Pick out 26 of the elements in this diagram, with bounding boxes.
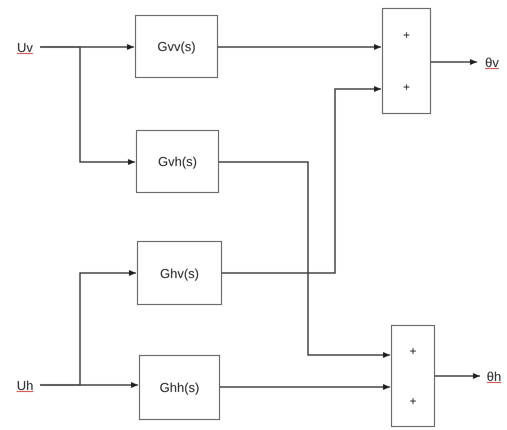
arrow: [40, 46, 135, 165]
sign-label: +: [402, 81, 410, 93]
arrow: [431, 59, 477, 65]
arrow: [40, 382, 138, 388]
transfer-function-block: [136, 130, 219, 193]
block-label: Gvv(s): [157, 39, 196, 54]
transfer-function-block: [139, 355, 220, 420]
arrow: [222, 86, 381, 274]
arrow: [435, 373, 480, 379]
signal-label: Uh: [10, 375, 40, 395]
arrow: [218, 44, 381, 50]
signal-label: θv: [478, 52, 506, 72]
arrow: [219, 161, 390, 358]
signal-label: θh: [481, 366, 507, 386]
block-label: Gvh(s): [158, 154, 197, 169]
sign-label: +: [409, 345, 416, 357]
summing-junction: [382, 8, 431, 114]
block-label: Ghv(s): [160, 266, 199, 280]
transfer-function-block: [135, 15, 218, 78]
arrow: [220, 384, 390, 390]
block-label: Ghh(s): [160, 380, 200, 395]
summing-junction: [391, 325, 435, 427]
transfer-function-block: [137, 241, 222, 305]
sign-label: +: [402, 29, 410, 41]
sign-label: +: [409, 395, 416, 407]
signal-label: Uv: [10, 37, 40, 57]
